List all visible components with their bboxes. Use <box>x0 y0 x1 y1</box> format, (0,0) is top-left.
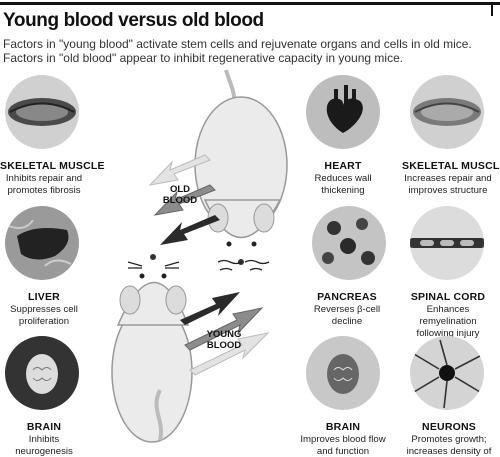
muscle-icon <box>5 75 79 149</box>
organ-effect: Improves blood flow and function <box>300 434 386 457</box>
pancreas-icon <box>312 206 386 280</box>
figure-title: Young blood versus old blood <box>3 10 264 31</box>
organ-name: SKELETAL MUSCLE <box>402 160 500 172</box>
organ-effect: Reverses β-cell decline <box>313 304 381 327</box>
spinal-cord-icon <box>410 206 484 280</box>
young-blood-arrows <box>180 292 270 376</box>
organ-name: BRAIN <box>325 421 361 433</box>
top-rule <box>0 2 500 5</box>
muscle-icon <box>410 75 484 149</box>
young-mouse <box>111 254 193 443</box>
brain-icon <box>306 336 380 410</box>
organ-effect: Inhibits repair and promotes fibrosis <box>5 173 83 196</box>
organ-name: SKELETAL MUSCLE <box>0 160 105 172</box>
old-mouse <box>194 69 288 271</box>
organ-name: PANCREAS <box>317 291 377 303</box>
organ-name: HEART <box>324 160 362 172</box>
neuron-icon <box>410 336 484 410</box>
figure-subtitle: Factors in "young blood" activate stem c… <box>3 37 472 65</box>
liver-icon <box>5 206 79 280</box>
organ-effect: Enhances remyelination following injury <box>416 304 480 339</box>
organ-name: NEURONS <box>422 421 476 433</box>
organ-name: SPINAL CORD <box>410 291 486 303</box>
organ-effect: Reduces wall thickening <box>314 173 372 196</box>
brain-icon <box>5 336 79 410</box>
organ-effect: Suppresses cell proliferation <box>10 304 78 327</box>
corner-tick <box>491 4 493 16</box>
heart-icon <box>306 75 380 149</box>
organ-effect: Increases repair and improves structure <box>404 173 492 196</box>
organ-name: LIVER <box>28 291 60 303</box>
old-blood-label: OLD BLOOD <box>162 184 198 206</box>
organ-name: BRAIN <box>26 421 62 433</box>
old-blood-arrows <box>148 154 220 245</box>
organ-effect: Promotes growth; increases density of sp… <box>406 434 492 457</box>
organ-effect: Inhibits neurogenesis <box>15 434 73 457</box>
young-blood-label: YOUNG BLOOD <box>206 329 242 351</box>
